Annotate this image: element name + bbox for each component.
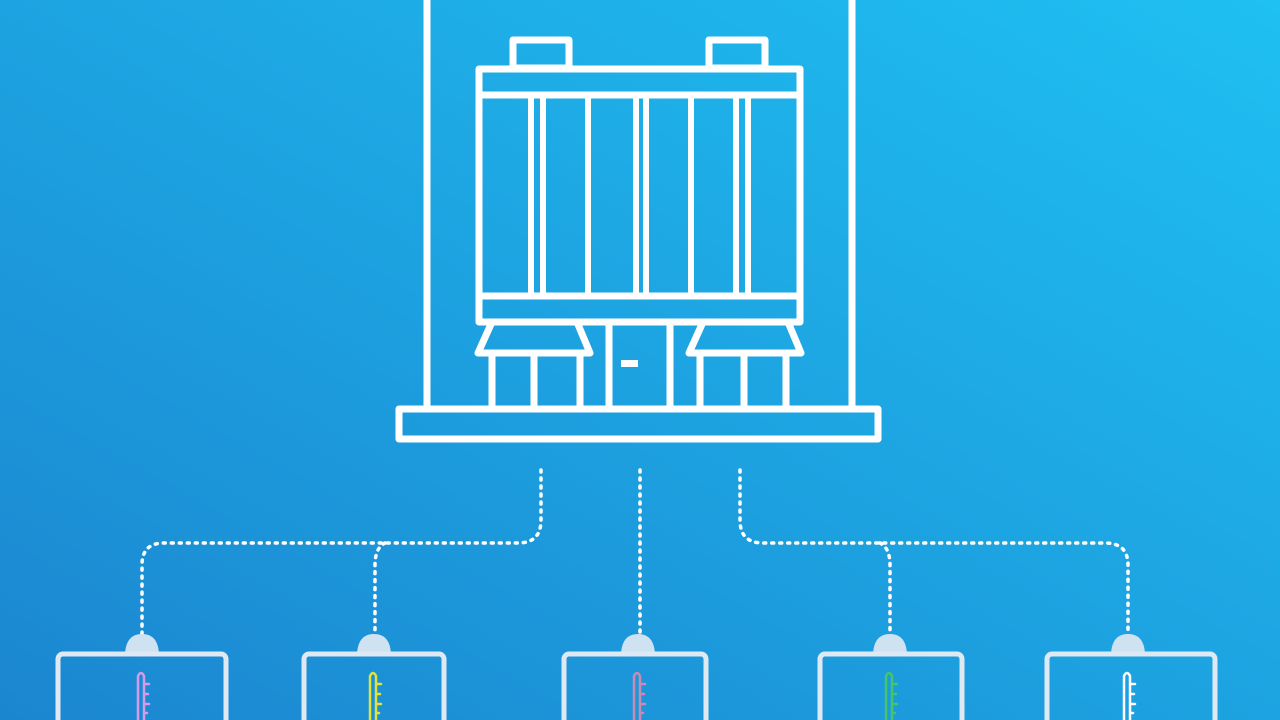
connectors bbox=[140, 468, 1130, 636]
node-box bbox=[301, 651, 447, 720]
connector-right bbox=[738, 468, 1130, 636]
key-node-3 bbox=[561, 634, 709, 720]
node-knob bbox=[125, 634, 159, 654]
node-knob bbox=[621, 634, 655, 654]
node-box bbox=[55, 651, 229, 720]
node-knob bbox=[873, 634, 907, 654]
key-icon bbox=[884, 671, 899, 720]
building-frame bbox=[423, 0, 856, 408]
shop-left bbox=[488, 353, 584, 408]
node-box bbox=[1044, 651, 1218, 720]
key-node-5 bbox=[1044, 634, 1218, 720]
key-icon bbox=[368, 671, 383, 720]
key-icon bbox=[632, 671, 647, 720]
node-knob bbox=[1111, 634, 1145, 654]
node-box bbox=[817, 651, 965, 720]
key-node-4 bbox=[817, 634, 965, 720]
nodes bbox=[55, 634, 1218, 720]
building-icon bbox=[395, 0, 882, 443]
key-node-1 bbox=[55, 634, 229, 720]
key-icon bbox=[136, 671, 151, 720]
building-base bbox=[395, 405, 882, 443]
columns bbox=[528, 95, 751, 296]
door-handle bbox=[621, 360, 638, 367]
shop-right bbox=[696, 353, 790, 408]
connector-left bbox=[140, 468, 543, 636]
node-box bbox=[561, 651, 709, 720]
connector-left-branch bbox=[373, 541, 387, 636]
awning-right bbox=[685, 318, 805, 357]
main-block bbox=[475, 65, 804, 326]
key-node-2 bbox=[301, 634, 447, 720]
awning-left bbox=[474, 318, 594, 357]
key-icon bbox=[1122, 671, 1137, 720]
entrance-door bbox=[605, 322, 674, 408]
node-knob bbox=[357, 634, 391, 654]
connector-right-branch bbox=[878, 541, 892, 636]
